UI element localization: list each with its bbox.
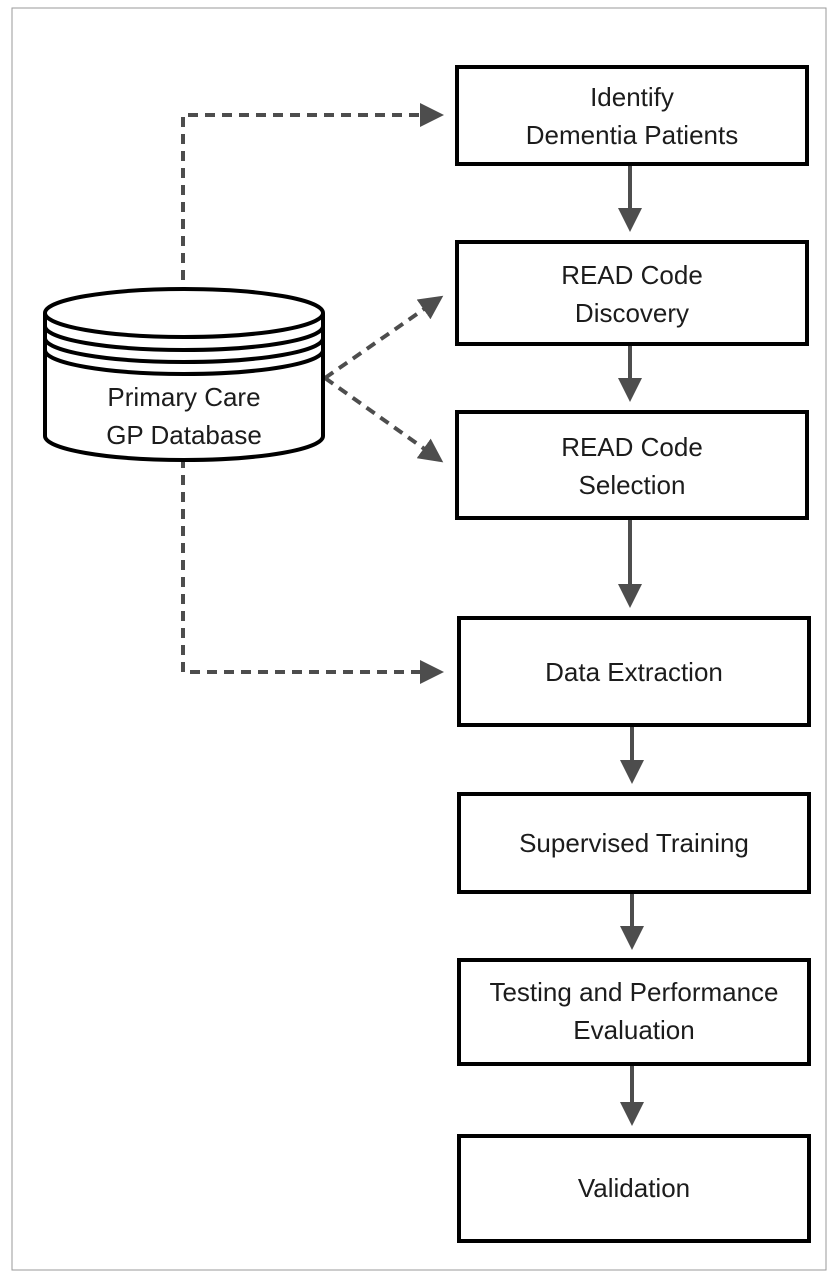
database-label-line2: GP Database bbox=[106, 420, 262, 450]
step-label-identify-line2: Dementia Patients bbox=[526, 120, 738, 150]
step-box-validation bbox=[457, 1134, 811, 1243]
step-box-testing bbox=[457, 958, 811, 1066]
step-label-selection-line1: READ Code bbox=[561, 432, 703, 462]
step-box-training bbox=[457, 792, 811, 894]
step-label-training: Supervised Training bbox=[519, 828, 749, 858]
step-label-extraction: Data Extraction bbox=[545, 657, 723, 687]
step-box-identify bbox=[455, 65, 809, 166]
dashed-connectors bbox=[181, 103, 444, 684]
database-label-line1: Primary Care bbox=[107, 382, 260, 412]
database-icon bbox=[43, 287, 325, 462]
figure-frame bbox=[11, 7, 827, 1271]
flow-arrows bbox=[618, 166, 644, 1126]
step-label-selection-line2: Selection bbox=[579, 470, 686, 500]
step-box-discovery bbox=[455, 240, 809, 346]
step-label-testing-line2: Evaluation bbox=[573, 1015, 694, 1045]
dashed-arrow-to-discovery bbox=[323, 295, 444, 380]
step-label-testing-line1: Testing and Performance bbox=[489, 977, 778, 1007]
step-label-discovery-line1: READ Code bbox=[561, 260, 703, 290]
step-box-extraction bbox=[457, 616, 811, 727]
dashed-arrow-to-identify bbox=[181, 103, 444, 280]
step-label-identify-line1: Identify bbox=[590, 82, 674, 112]
step-label-discovery-line2: Discovery bbox=[575, 298, 689, 328]
dashed-arrow-to-selection bbox=[323, 376, 444, 463]
step-box-selection bbox=[455, 410, 809, 520]
step-label-validation: Validation bbox=[578, 1173, 690, 1203]
dashed-arrow-to-extraction bbox=[181, 458, 444, 684]
process-boxes bbox=[455, 65, 811, 1243]
